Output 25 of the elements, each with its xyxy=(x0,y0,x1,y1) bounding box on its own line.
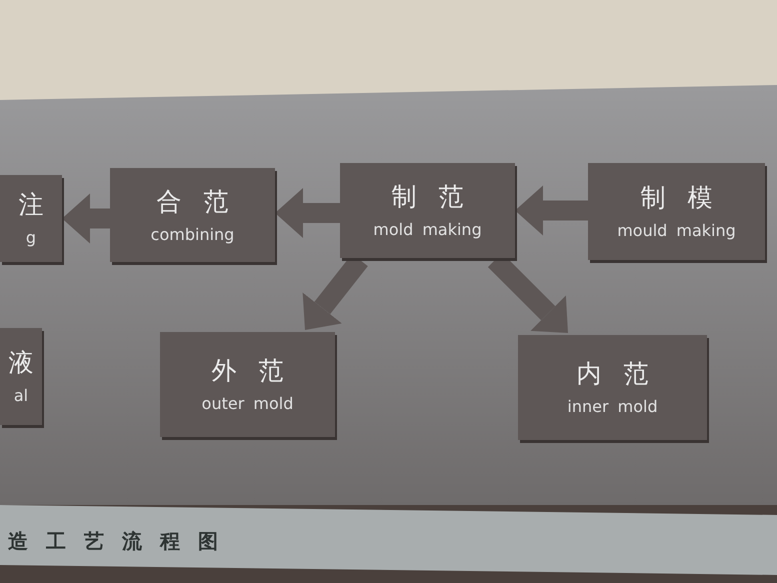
process-box xyxy=(0,175,62,262)
process-box xyxy=(518,335,707,440)
step-caption: mold making xyxy=(373,220,482,239)
block-arrow xyxy=(62,194,110,244)
step-caption: combining xyxy=(150,224,234,244)
step-title: 注 xyxy=(18,190,66,220)
step-title: 液 xyxy=(8,348,56,378)
step-caption: outer mold xyxy=(202,394,294,413)
step-caption: mould making xyxy=(617,221,736,240)
step-title: 合范 xyxy=(156,186,250,216)
process-box xyxy=(160,332,335,437)
step-title: 内范 xyxy=(576,359,670,389)
step-title: 制模 xyxy=(640,183,734,213)
process-box xyxy=(340,163,515,258)
step-caption: al xyxy=(14,386,28,405)
step-caption: g xyxy=(26,228,36,247)
step-caption: inner mold xyxy=(567,397,658,416)
step-title: 外范 xyxy=(212,356,306,386)
step-title: 制范 xyxy=(392,182,486,212)
process-box xyxy=(0,328,42,425)
block-arrow xyxy=(275,188,340,238)
panel-title: 造工艺流程图 xyxy=(8,528,236,555)
block-arrow xyxy=(515,186,588,236)
process-box xyxy=(588,163,765,260)
process-box xyxy=(110,168,275,262)
